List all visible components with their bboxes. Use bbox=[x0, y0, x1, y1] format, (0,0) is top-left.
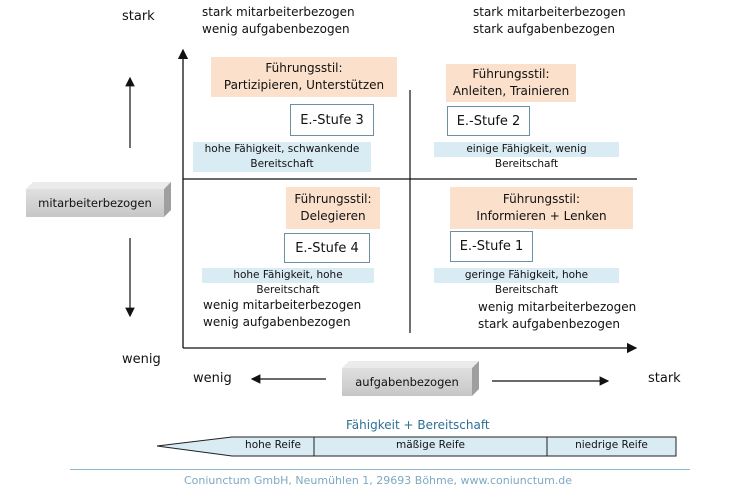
q2-style-name: Anleiten, Trainieren bbox=[452, 84, 570, 98]
q4-style-box: Führungsstil: Delegieren bbox=[286, 187, 380, 229]
corner-bottom-right-line2: stark aufgabenbezogen bbox=[478, 317, 621, 331]
corner-top-left-line1: stark mitarbeiterbezogen bbox=[202, 5, 355, 19]
maturity-segment-medium: mäßige Reife bbox=[395, 439, 465, 451]
x-axis-left-label: wenig bbox=[193, 371, 232, 386]
q4-stage-box: E.-Stufe 4 bbox=[284, 233, 370, 263]
q3-description: hohe Fähigkeit, schwankende Bereitschaft bbox=[193, 142, 371, 172]
q2-stage-box: E.-Stufe 2 bbox=[447, 106, 530, 136]
q4-style-title: Führungsstil: bbox=[294, 192, 372, 206]
q4-stage-label: E.-Stufe 4 bbox=[295, 240, 359, 256]
corner-top-right-line1: stark mitarbeiterbezogen bbox=[473, 5, 626, 19]
q3-style-title: Führungsstil: bbox=[265, 61, 343, 75]
q4-description: hohe Fähigkeit, hohe Bereitschaft bbox=[202, 268, 374, 296]
q3-style-box: Führungsstil: Partizipieren, Unterstütze… bbox=[211, 57, 397, 97]
q1-style-title: Führungsstil: bbox=[502, 192, 581, 206]
q2-style-box: Führungsstil: Anleiten, Trainieren bbox=[446, 64, 576, 102]
corner-top-right: stark mitarbeiterbezogen stark aufgabenb… bbox=[473, 4, 626, 38]
corner-bottom-right-line1: wenig mitarbeiterbezogen bbox=[478, 300, 637, 314]
maturity-title: Fähigkeit + Bereitschaft bbox=[346, 418, 490, 432]
maturity-arrow bbox=[156, 436, 677, 457]
x-axis-right-label: stark bbox=[648, 371, 681, 386]
y-axis-bottom-label: wenig bbox=[122, 352, 161, 367]
maturity-segment-high: hohe Reife bbox=[245, 439, 301, 451]
q1-style-name: Informieren + Lenken bbox=[476, 209, 607, 223]
q2-description: einige Fähigkeit, wenig Bereitschaft bbox=[434, 142, 619, 170]
corner-bottom-left-line1: wenig mitarbeiterbezogen bbox=[203, 298, 362, 312]
q1-stage-label: E.-Stufe 1 bbox=[459, 239, 524, 254]
q3-style-name: Partizipieren, Unterstützen bbox=[223, 78, 385, 92]
y-axis-top-label: stark bbox=[122, 9, 155, 24]
footer-divider bbox=[70, 469, 690, 470]
y-axis-block-label: mitarbeiterbezogen bbox=[38, 196, 152, 210]
x-axis-block: aufgabenbezogen bbox=[342, 368, 472, 396]
q2-stage-label: E.-Stufe 2 bbox=[456, 113, 521, 129]
corner-bottom-left: wenig mitarbeiterbezogen wenig aufgabenb… bbox=[203, 297, 361, 331]
corner-bottom-right: wenig mitarbeiterbezogen stark aufgabenb… bbox=[478, 299, 636, 333]
q1-description: geringe Fähigkeit, hohe Bereitschaft bbox=[434, 268, 619, 296]
corner-top-left: stark mitarbeiterbezogen wenig aufgabenb… bbox=[202, 4, 355, 38]
corner-top-right-line2: stark aufgabenbezogen bbox=[473, 22, 616, 36]
maturity-segment-low: niedrige Reife bbox=[575, 439, 648, 451]
q3-description-line1: hohe Fähigkeit, schwankende bbox=[204, 143, 360, 155]
q1-stage-box: E.-Stufe 1 bbox=[450, 231, 533, 262]
x-axis-block-label: aufgabenbezogen bbox=[355, 375, 459, 389]
footer-text: Coniunctum GmbH, Neumühlen 1, 29693 Böhm… bbox=[183, 474, 573, 487]
q3-stage-label: E.-Stufe 3 bbox=[300, 112, 364, 128]
corner-top-left-line2: wenig aufgabenbezogen bbox=[202, 22, 350, 36]
q3-stage-box: E.-Stufe 3 bbox=[290, 104, 374, 136]
q2-style-title: Führungsstil: bbox=[472, 67, 550, 81]
corner-bottom-left-line2: wenig aufgabenbezogen bbox=[203, 315, 351, 329]
y-axis-block: mitarbeiterbezogen bbox=[26, 189, 164, 217]
q1-style-box: Führungsstil: Informieren + Lenken bbox=[450, 187, 633, 229]
q4-style-name: Delegieren bbox=[300, 209, 366, 223]
q3-description-line2: Bereitschaft bbox=[250, 158, 314, 170]
